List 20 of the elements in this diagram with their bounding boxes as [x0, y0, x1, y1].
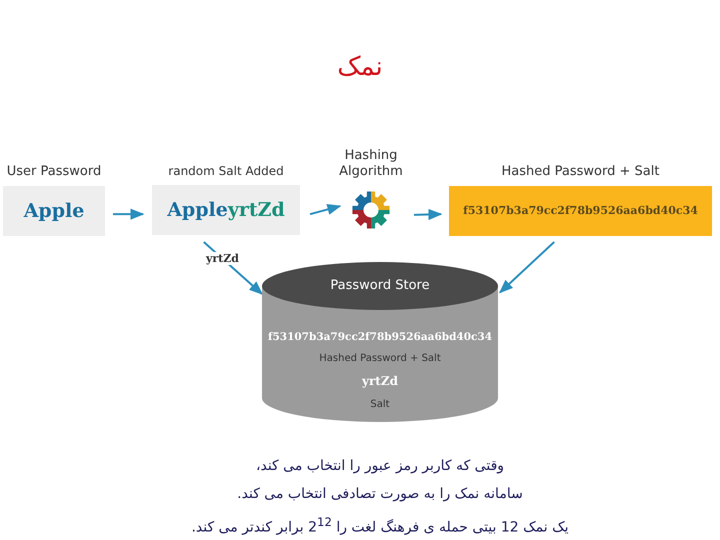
step-heading: Hashing Algorithm [338, 148, 404, 180]
arrow [310, 204, 342, 216]
salt-value: yrtZd [362, 374, 398, 388]
hash-value: f53107b3a79cc2f78b9526aa6bd40c34 [463, 204, 698, 218]
field-caption: Salt [370, 399, 390, 410]
arrow [414, 208, 442, 220]
arrow [498, 241, 555, 294]
step-heading: random Salt Added [168, 164, 284, 178]
hash-value: f53107b3a79cc2f78b9526aa6bd40c34 [268, 331, 492, 343]
note-text: وقتی که کاربر رمز عبور را انتخاب می کند، [256, 457, 504, 476]
store-title: Password Store [330, 278, 430, 293]
edge-label: yrtZd [204, 252, 241, 265]
note-text: سامانه نمک را به صورت تصادفی انتخاب می کند. [237, 485, 523, 504]
step-heading: Hashed Password + Salt [502, 164, 660, 180]
password-text: Apple [24, 200, 84, 222]
field-caption: Hashed Password + Salt [319, 353, 441, 364]
arrow [113, 208, 144, 220]
step-heading: User Password [6, 164, 102, 180]
password-text: AppleyrtZd [167, 199, 285, 222]
title: نمک [337, 52, 383, 82]
